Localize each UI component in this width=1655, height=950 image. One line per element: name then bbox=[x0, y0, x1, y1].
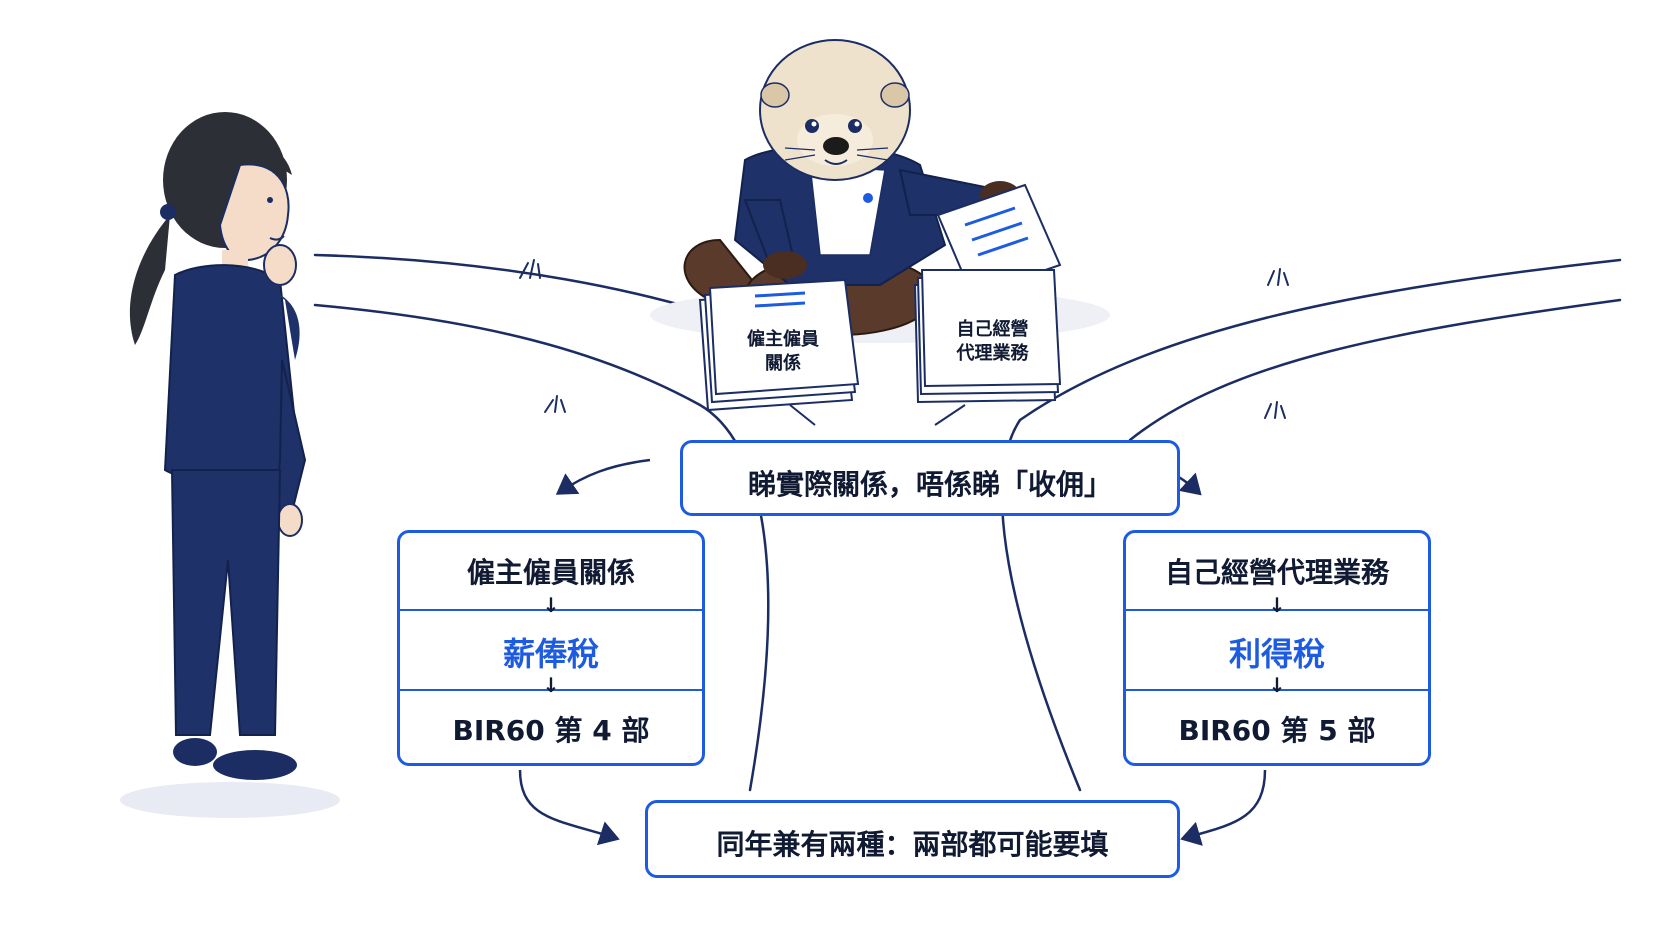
top-principle-box: 睇實際關係，唔係睇「收佣」 bbox=[680, 440, 1180, 516]
paper-stack-left bbox=[698, 278, 860, 412]
profits-tax: 利得稅 bbox=[1228, 635, 1325, 673]
business-box: 自己經營代理業務 ↓ 利得稅 ↓ BIR60 第 5 部 bbox=[1123, 530, 1431, 766]
paper-left-line2: 關係 bbox=[765, 353, 801, 375]
flow-arrows bbox=[518, 458, 1267, 846]
down-arrow-icon: ↓ bbox=[1268, 673, 1286, 697]
employment-box: 僱主僱員關係 ↓ 薪俸稅 ↓ BIR60 第 4 部 bbox=[397, 530, 705, 766]
held-paper bbox=[936, 183, 1062, 297]
arrow-top-to-left bbox=[555, 458, 651, 495]
salaries-tax: 薪俸稅 bbox=[502, 635, 599, 673]
top-principle-text: 睇實際關係，唔係睇「收佣」 bbox=[747, 468, 1112, 501]
arrow-left-to-bottom bbox=[518, 769, 620, 846]
employment-divider-2 bbox=[400, 689, 702, 691]
both-forms-box: 同年兼有兩種：兩部都可能要填 bbox=[645, 800, 1180, 878]
both-forms-text: 同年兼有兩種：兩部都可能要填 bbox=[716, 828, 1109, 861]
paper-left-line1: 僱主僱員 bbox=[747, 329, 819, 350]
business-divider-1 bbox=[1126, 609, 1428, 611]
paper-label-right: 自己經營 代理業務 bbox=[935, 318, 1050, 367]
paper-stack-right bbox=[913, 269, 1062, 404]
bir60-part-4: BIR60 第 4 部 bbox=[452, 714, 650, 747]
paper-right-line1: 自己經營 bbox=[956, 319, 1029, 340]
employment-relationship: 僱主僱員關係 bbox=[466, 556, 635, 589]
paper-right-line2: 代理業務 bbox=[956, 343, 1029, 365]
business-divider-2 bbox=[1126, 689, 1428, 691]
down-arrow-icon: ↓ bbox=[1268, 593, 1286, 617]
arrow-right-to-bottom bbox=[1180, 769, 1267, 846]
grass-tufts bbox=[519, 259, 1289, 419]
business-relationship: 自己經營代理業務 bbox=[1164, 556, 1389, 589]
down-arrow-icon: ↓ bbox=[542, 593, 560, 617]
down-arrow-icon: ↓ bbox=[542, 673, 560, 697]
paper-label-left: 僱主僱員 關係 bbox=[728, 328, 838, 377]
woman-shadow bbox=[120, 782, 340, 818]
employment-divider-1 bbox=[400, 609, 702, 611]
bir60-part-5: BIR60 第 5 部 bbox=[1178, 714, 1376, 747]
woman-figure bbox=[129, 112, 307, 780]
